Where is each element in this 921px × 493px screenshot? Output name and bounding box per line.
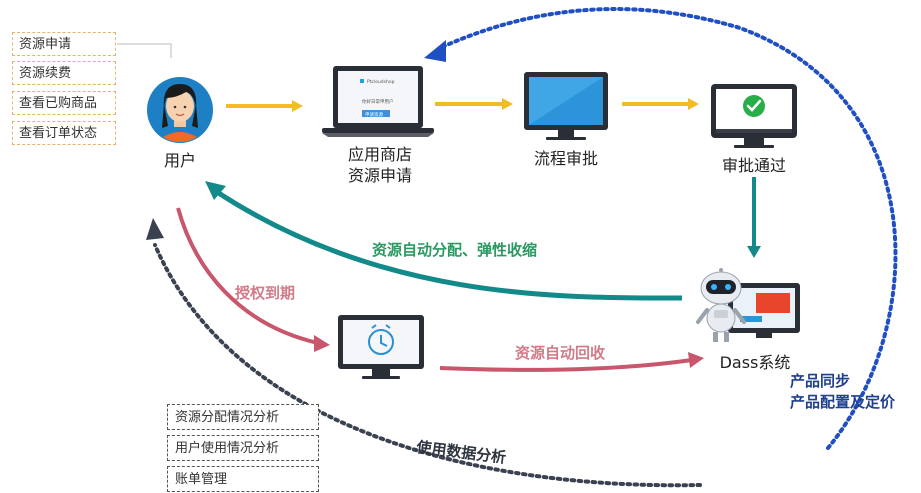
menu-connector: [117, 43, 172, 58]
auto-recycle-label: 资源自动回收: [515, 344, 606, 362]
auto-recycle-arrow: [439, 352, 704, 372]
approved-label: 审批通过: [721, 156, 786, 175]
app-store-laptop-icon: Ptcloudshop 你好日常申用户 申请资源: [322, 66, 434, 137]
menu-apply-resource[interactable]: 资源申请: [12, 32, 116, 56]
approved-to-dass-arrow: [747, 177, 761, 258]
user-avatar[interactable]: [147, 77, 213, 146]
analysis-resource-allocation[interactable]: 资源分配情况分析: [167, 404, 319, 430]
user-label: 用户: [163, 151, 196, 170]
clock-icon: [368, 329, 394, 355]
menu-renew-resource[interactable]: 资源续费: [12, 61, 116, 85]
dass-label: Dass系统: [719, 353, 791, 372]
auto-alloc-arrow: [205, 181, 683, 301]
app-store-label: 应用商店 资源申请: [330, 144, 430, 186]
billing-management[interactable]: 账单管理: [167, 466, 319, 492]
dass-system-icon: [696, 268, 800, 342]
menu-view-purchased[interactable]: 查看已购商品: [12, 91, 116, 115]
data-analysis-arrow: [146, 218, 702, 488]
app-store-label-line1: 应用商店: [347, 145, 412, 164]
laptop-apply-button: 申请资源: [365, 111, 383, 118]
laptop-greeting: 你好日常申用户: [362, 98, 394, 105]
product-sync-line2: 产品配置及定价: [790, 393, 896, 411]
approved-monitor-icon: [711, 84, 797, 148]
analysis-user-usage[interactable]: 用户使用情况分析: [167, 435, 319, 461]
auth-expire-arrow: [176, 207, 330, 352]
product-sync-line1: 产品同步: [790, 372, 851, 390]
app-store-label-line2: 资源申请: [347, 166, 412, 185]
laptop-brand: Ptcloudshop: [367, 79, 395, 85]
product-sync-arrow: [424, 7, 898, 450]
menu-view-order-status[interactable]: 查看订单状态: [12, 121, 116, 145]
approval-label: 流程审批: [533, 149, 598, 168]
approval-monitor-icon: [524, 72, 608, 140]
expiry-clock-monitor-icon: [338, 315, 424, 379]
auto-alloc-label: 资源自动分配、弹性收缩: [372, 241, 538, 259]
flow-arrows-top: [226, 98, 699, 112]
product-sync-label: 产品同步 产品配置及定价: [790, 371, 895, 413]
auth-expire-label: 授权到期: [235, 284, 296, 302]
